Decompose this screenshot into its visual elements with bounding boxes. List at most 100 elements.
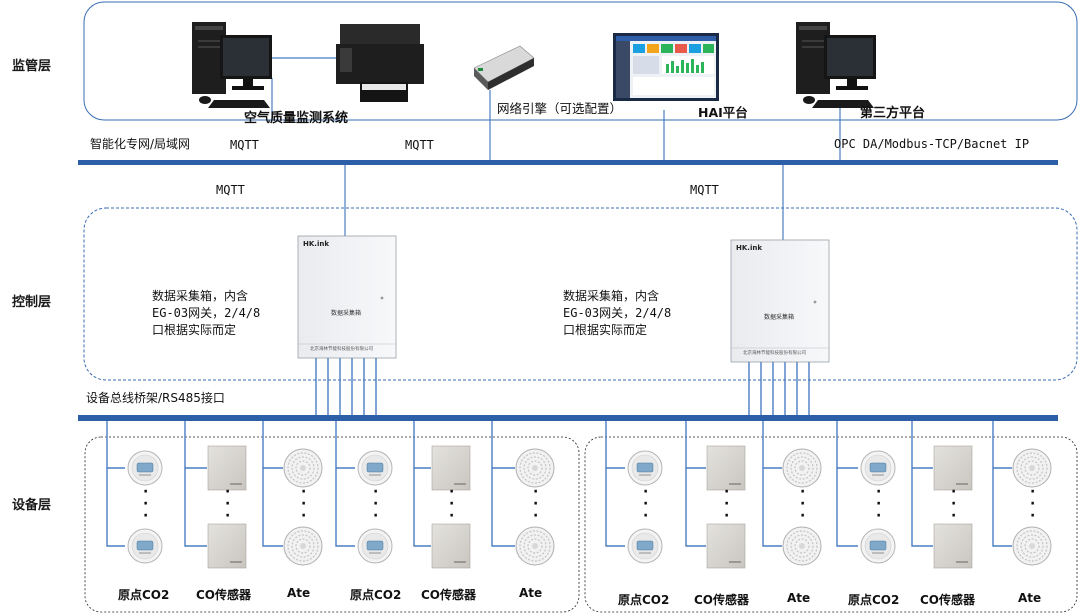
device-wire-top — [335, 421, 355, 469]
co2-sensor-icon — [127, 528, 163, 564]
device-wire-top — [491, 421, 515, 469]
ellipsis-dot: · — [373, 496, 379, 512]
co2-sensor-icon — [357, 450, 393, 486]
device-wire-top — [413, 421, 431, 469]
device-wire-bottom — [491, 468, 515, 547]
workstation-left-icon — [192, 22, 272, 108]
mqtt-label-control-right: MQTT — [690, 183, 719, 197]
co2-sensor-icon — [127, 450, 163, 486]
collector-brand-right: HK.ink — [736, 244, 762, 252]
monitor-layer-frame — [83, 1, 1078, 121]
ellipsis-dot: · — [643, 484, 649, 500]
ellipsis-dot: · — [800, 484, 806, 500]
co2-sensor-icon — [860, 528, 896, 564]
control-layer-frame — [83, 207, 1078, 381]
layer-label-monitor: 监管层 — [12, 59, 52, 74]
device-wire-bottom — [184, 468, 207, 547]
device-icons — [127, 445, 1052, 569]
device-wire-top — [184, 421, 207, 469]
mqtt-label-control-left: MQTT — [216, 183, 245, 197]
collector-box-left — [297, 235, 397, 359]
device-group-right-frame — [584, 436, 1078, 613]
device-wire-bottom — [605, 468, 625, 547]
co2-sensor-icon — [860, 450, 896, 486]
co-sensor-icon — [706, 523, 746, 569]
box-left-ports — [315, 358, 377, 415]
device-group-left-frame — [84, 436, 580, 613]
ate-device-label: Ate — [519, 586, 543, 600]
workstation-right-icon — [796, 22, 876, 108]
ellipsis-dot: · — [724, 508, 730, 524]
ellipsis-dot: · — [876, 484, 882, 500]
ate-sensor-icon — [782, 526, 822, 566]
field-bus — [78, 415, 1058, 421]
third-party-platform-label: 第三方平台 — [860, 106, 926, 121]
mqtt-label-1: MQTT — [230, 138, 259, 152]
ellipsis-dot: · — [225, 496, 231, 512]
layer-label-control: 控制层 — [12, 295, 52, 310]
ellipsis-dot: · — [951, 508, 957, 524]
co-sensor-icon — [933, 523, 973, 569]
air-quality-system-label: 空气质量监测系统 — [244, 111, 349, 126]
ellipsis-dot: · — [225, 508, 231, 524]
collector-name-left: 数据采集箱 — [331, 310, 362, 317]
hai-platform-label: HAI平台 — [698, 105, 748, 120]
network-label: 智能化专网/局域网 — [90, 137, 191, 151]
ate-sensor-icon — [1012, 526, 1052, 566]
co2-sensor-icon — [357, 528, 393, 564]
ellipsis-dot: · — [643, 496, 649, 512]
ellipsis-dot: · — [301, 496, 307, 512]
collector-brand-left: HK.ink — [303, 240, 329, 248]
ellipsis-dot: · — [724, 496, 730, 512]
ellipsis-dot: · — [724, 484, 730, 500]
co-device-label: CO传感器 — [421, 588, 477, 602]
ate-device-label: Ate — [1018, 591, 1042, 605]
ellipsis-dot: · — [225, 484, 231, 500]
device-wire-bottom — [836, 468, 858, 547]
network-engine-label: 网络引擎（可选配置） — [497, 101, 623, 116]
ellipsis-dot: · — [1030, 496, 1036, 512]
ate-sensor-icon — [515, 526, 555, 566]
co-sensor-icon — [207, 523, 247, 569]
co2-device-label: 原点CO2 — [118, 588, 170, 602]
ellipsis-dot: · — [643, 508, 649, 524]
device-wire-bottom — [413, 468, 431, 547]
co-sensor-icon — [431, 523, 471, 569]
ellipsis-dot: · — [800, 508, 806, 524]
ellipsis-dot: · — [449, 508, 455, 524]
ellipsis-dot: · — [449, 496, 455, 512]
co-sensor-icon — [706, 445, 746, 491]
co-sensor-icon — [207, 445, 247, 491]
ellipsis-dot: · — [800, 496, 806, 512]
ellipsis-dot: · — [301, 484, 307, 500]
ellipsis-dot: · — [951, 496, 957, 512]
mqtt-label-2: MQTT — [405, 138, 434, 152]
ellipsis-dot: · — [373, 508, 379, 524]
device-wire-top — [762, 421, 782, 469]
ate-sensor-icon — [782, 448, 822, 488]
ellipsis-dot: · — [373, 484, 379, 500]
ate-sensor-icon — [283, 448, 323, 488]
co-device-label: CO传感器 — [694, 593, 750, 607]
ellipsis-dot: · — [1030, 484, 1036, 500]
device-wire-bottom — [685, 468, 706, 547]
device-wire-bottom — [106, 468, 125, 547]
collector-company-left: 北京海林节能科技股份有限公司 — [310, 347, 373, 352]
co2-sensor-icon — [627, 528, 663, 564]
network-engine-icon — [473, 45, 535, 90]
layer-label-device: 设备层 — [12, 498, 52, 513]
ellipsis-dot: · — [143, 508, 149, 524]
device-wire-top — [992, 421, 1012, 469]
device-wire-bottom — [762, 468, 782, 547]
ate-device-label: Ate — [787, 591, 811, 605]
co2-device-label: 原点CO2 — [618, 593, 670, 607]
collector-box-right — [730, 239, 830, 363]
box-right-ports — [748, 362, 810, 415]
ellipsis-dot: · — [951, 484, 957, 500]
field-bus-label: 设备总线桥架/RS485接口 — [86, 391, 225, 405]
co-sensor-icon — [431, 445, 471, 491]
ellipsis-dot: · — [143, 496, 149, 512]
printer-icon — [336, 24, 424, 102]
ellipsis-dot: · — [533, 484, 539, 500]
